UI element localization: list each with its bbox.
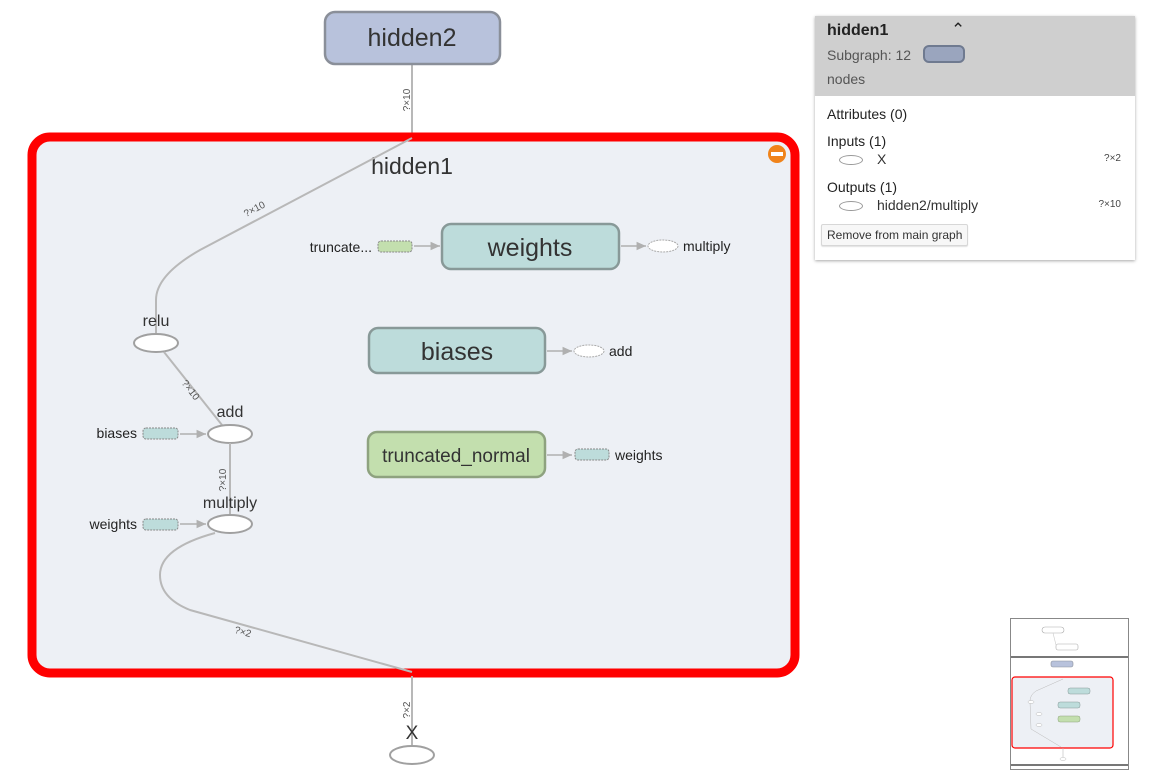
scope-hidden1[interactable]: [27, 132, 800, 678]
attributes-heading: Attributes (0): [827, 106, 908, 122]
minimap[interactable]: [1010, 618, 1129, 770]
subgraph-count: Subgraph: 12: [827, 47, 912, 63]
node-add[interactable]: add: [207, 404, 253, 444]
node-multiply[interactable]: multiply: [203, 495, 257, 534]
input-weights[interactable]: weights: [89, 516, 179, 532]
edge-hidden1-relu: [155, 137, 413, 333]
node-relu[interactable]: relu: [133, 313, 179, 353]
input-label: biases: [97, 425, 137, 441]
input-name: X: [877, 151, 887, 167]
edge-shape-label: ?×10: [218, 468, 229, 491]
output-name: hidden2/multiply: [877, 197, 979, 213]
node-hidden2[interactable]: hidden2: [323, 10, 502, 66]
node-truncated-normal[interactable]: truncated_normal: [366, 430, 547, 479]
remove-from-main-graph-button[interactable]: Remove from main graph: [821, 224, 969, 246]
node-label: biases: [421, 338, 493, 366]
aux-output-add[interactable]: add: [573, 343, 632, 359]
node-weights[interactable]: weights: [440, 222, 621, 271]
aux-output-weights[interactable]: weights: [574, 447, 662, 463]
collapse-scope-icon[interactable]: [768, 145, 786, 163]
node-label: add: [217, 404, 244, 421]
node-label: relu: [143, 313, 170, 330]
input-biases[interactable]: biases: [97, 425, 179, 441]
output-shape: ?×10: [1098, 199, 1121, 210]
node-info-card: hidden1 ⌃ Subgraph: 12 nodes Attributes …: [815, 16, 1135, 260]
chevron-up-icon[interactable]: ⌃: [951, 20, 966, 39]
node-x[interactable]: X: [389, 723, 435, 765]
node-label: multiply: [203, 495, 257, 512]
edge-shape-label: ?×10: [402, 88, 413, 111]
op-node-icon: [839, 201, 863, 212]
node-label: weights: [487, 234, 573, 262]
subgraph-suffix: nodes: [827, 71, 866, 87]
aux-input-truncate[interactable]: truncate...: [310, 239, 413, 255]
op-node-icon: [839, 155, 863, 166]
inputs-heading[interactable]: Inputs (1): [827, 133, 887, 149]
meta-node-icon: [923, 45, 965, 63]
output-row[interactable]: hidden2/multiply ?×10: [839, 197, 1121, 213]
info-card-title: hidden1: [827, 22, 889, 39]
scope-title: hidden1: [371, 153, 453, 179]
input-shape: ?×2: [1104, 153, 1121, 164]
aux-label: truncate...: [310, 239, 372, 255]
node-label: truncated_normal: [382, 446, 530, 467]
edge-shape-label: ?×2: [233, 625, 253, 640]
outputs-heading[interactable]: Outputs (1): [827, 179, 898, 195]
info-card-header: hidden1 ⌃ Subgraph: 12 nodes: [815, 16, 1135, 96]
node-label: X: [406, 723, 419, 744]
aux-output-multiply[interactable]: multiply: [647, 238, 730, 254]
input-row[interactable]: X ?×2: [839, 151, 1121, 167]
node-biases[interactable]: biases: [367, 326, 547, 375]
edge-shape-label: ?×2: [402, 701, 413, 718]
aux-label: add: [609, 343, 632, 359]
minimap-graph: [1011, 626, 1128, 766]
edge-x-multiply: [158, 532, 413, 673]
input-label: weights: [89, 516, 137, 532]
aux-label: weights: [614, 447, 662, 463]
aux-label: multiply: [683, 238, 730, 254]
edge-add-relu: [163, 351, 223, 426]
node-label: hidden2: [368, 24, 457, 52]
